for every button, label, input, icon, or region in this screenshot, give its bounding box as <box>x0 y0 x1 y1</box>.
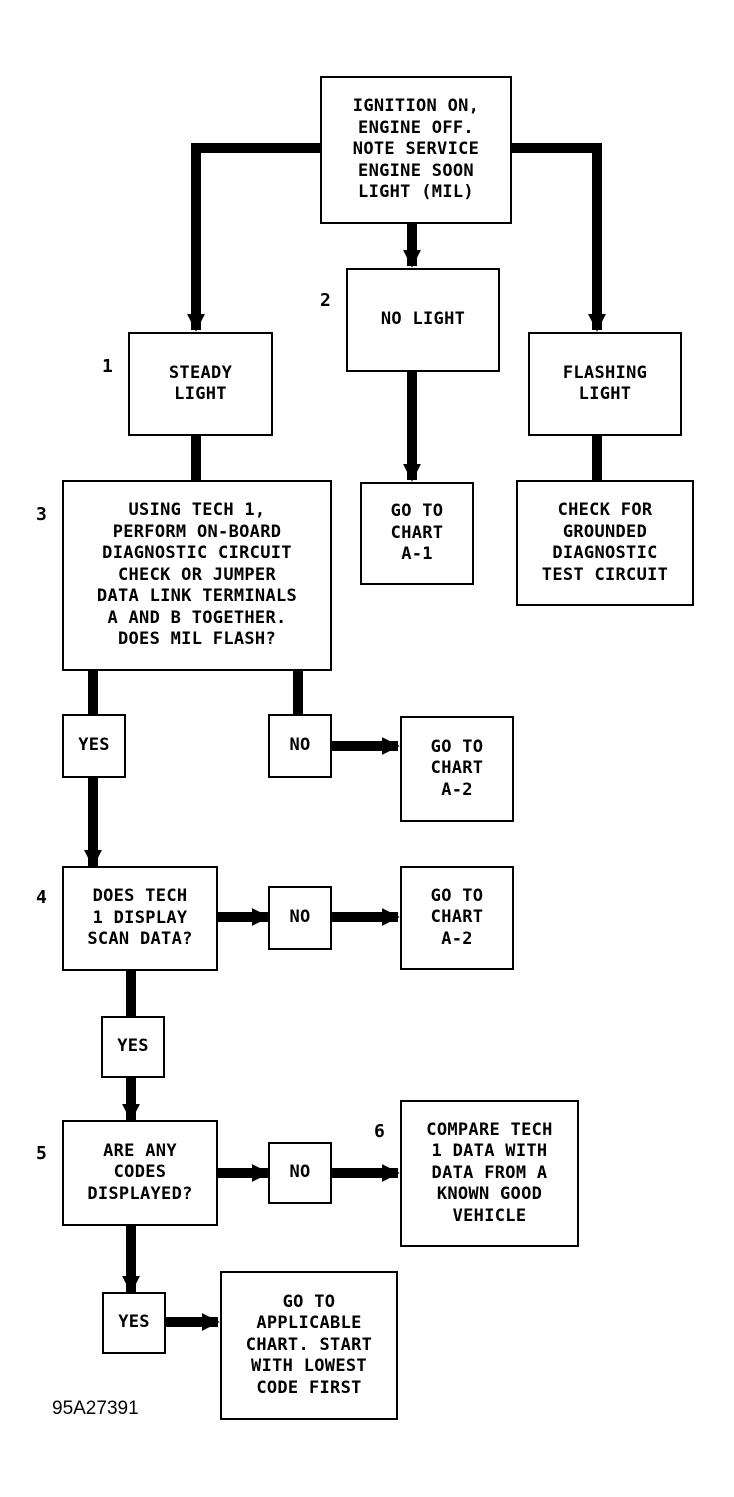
arrow-ignition-to-flashing <box>512 143 606 332</box>
codes-displayed-text: ARE ANY CODES DISPLAYED? <box>87 1140 193 1204</box>
no-text-3: NO <box>289 1162 311 1183</box>
yes-text-3: YES <box>118 1312 150 1333</box>
figure-id: 95A27391 <box>52 1398 139 1419</box>
applicable-chart-box: GO TO APPLICABLE CHART. START WITH LOWES… <box>220 1271 398 1420</box>
yes-box-2: YES <box>101 1016 165 1078</box>
step-number-1: 1 <box>102 356 113 377</box>
steady-light-box: STEADY LIGHT <box>128 332 273 436</box>
no-box-2: NO <box>268 886 332 950</box>
yes-text-1: YES <box>78 735 110 756</box>
compare-data-box: COMPARE TECH 1 DATA WITH DATA FROM A KNO… <box>400 1100 579 1247</box>
no-box-1: NO <box>268 714 332 778</box>
chart-a2-text-1: GO TO CHART A-2 <box>430 736 484 800</box>
no-box-3: NO <box>268 1142 332 1204</box>
flashing-light-text: FLASHING LIGHT <box>562 362 648 405</box>
grounded-check-text: CHECK FOR GROUNDED DIAGNOSTIC TEST CIRCU… <box>541 500 669 585</box>
no-light-box: NO LIGHT <box>346 268 500 372</box>
step-number-2: 2 <box>320 290 331 311</box>
step-number-6: 6 <box>374 1121 385 1142</box>
chart-a2-box-1: GO TO CHART A-2 <box>400 716 514 822</box>
ignition-text: IGNITION ON, ENGINE OFF. NOTE SERVICE EN… <box>352 96 480 203</box>
applicable-chart-text: GO TO APPLICABLE CHART. START WITH LOWES… <box>245 1291 373 1398</box>
tech1-check-text: USING TECH 1, PERFORM ON-BOARD DIAGNOSTI… <box>96 500 298 650</box>
arrow-ignition-to-steady <box>187 143 320 332</box>
chart-a2-box-2: GO TO CHART A-2 <box>400 866 514 970</box>
yes-box-3: YES <box>102 1292 166 1354</box>
step-number-3: 3 <box>36 504 47 525</box>
tech1-check-box: USING TECH 1, PERFORM ON-BOARD DIAGNOSTI… <box>62 480 332 671</box>
chart-a2-text-2: GO TO CHART A-2 <box>430 885 484 949</box>
no-light-text: NO LIGHT <box>380 309 466 330</box>
codes-displayed-box: ARE ANY CODES DISPLAYED? <box>62 1120 218 1226</box>
no-text-1: NO <box>289 735 311 756</box>
yes-box-1: YES <box>62 714 126 778</box>
grounded-check-box: CHECK FOR GROUNDED DIAGNOSTIC TEST CIRCU… <box>516 480 694 606</box>
compare-data-text: COMPARE TECH 1 DATA WITH DATA FROM A KNO… <box>426 1119 553 1226</box>
scan-data-text: DOES TECH 1 DISPLAY SCAN DATA? <box>87 886 193 950</box>
steady-light-text: STEADY LIGHT <box>168 362 233 405</box>
yes-text-2: YES <box>117 1036 149 1057</box>
step-number-4: 4 <box>36 887 47 908</box>
ignition-box: IGNITION ON, ENGINE OFF. NOTE SERVICE EN… <box>320 76 512 224</box>
chart-a1-box: GO TO CHART A-1 <box>360 482 474 585</box>
no-text-2: NO <box>289 907 311 928</box>
flashing-light-box: FLASHING LIGHT <box>528 332 682 436</box>
step-number-5: 5 <box>36 1143 47 1164</box>
scan-data-box: DOES TECH 1 DISPLAY SCAN DATA? <box>62 866 218 971</box>
chart-a1-text: GO TO CHART A-1 <box>390 501 444 565</box>
